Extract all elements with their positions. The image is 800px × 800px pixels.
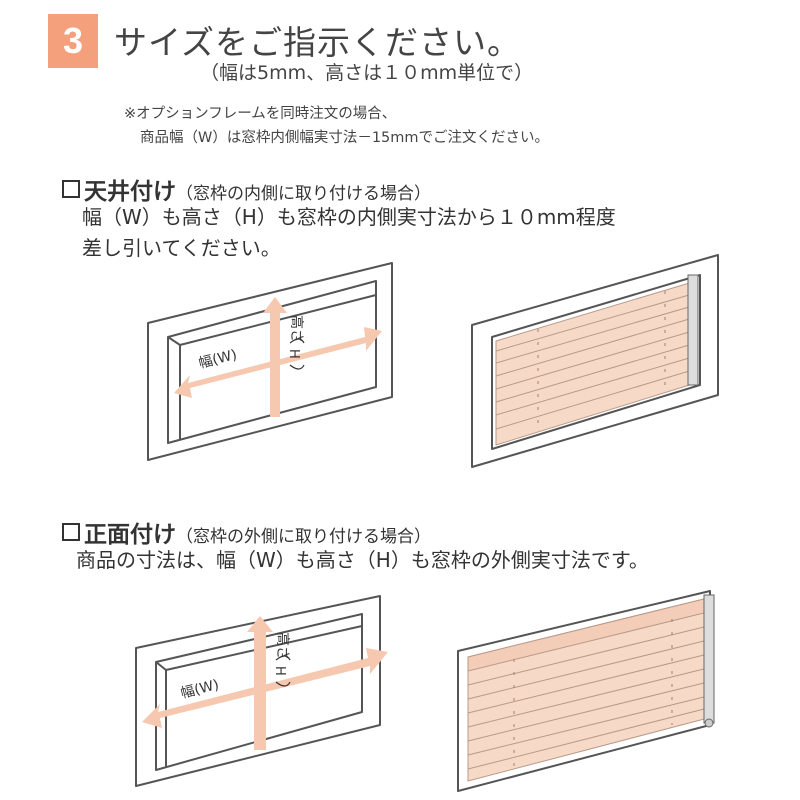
checkbox-square-icon xyxy=(62,523,80,541)
front-measure-diagram: 幅(W) 高さ H xyxy=(135,595,388,787)
ceiling-mount-description: 幅（W）も高さ（H）も窓枠の内側実寸法から１０mm程度 差し引いてください。 xyxy=(82,202,616,264)
ceiling-measure-diagram: 幅(W) 高さ H xyxy=(147,262,393,461)
page-subtitle: （幅は5mm、高さは１０mm単位で） xyxy=(200,62,534,84)
blind-cord-knob xyxy=(704,718,714,728)
ceiling-mount-heading: 天井付け（窓枠の内側に取り付ける場合） xyxy=(62,172,431,206)
height-arrow xyxy=(263,297,287,417)
height-label: 高さ xyxy=(288,315,305,343)
pleated-blind xyxy=(467,596,713,782)
front-mount-heading: 正面付け（窓枠の外側に取り付ける場合） xyxy=(62,515,431,549)
note-line-1: ※オプションフレームを同時注文の場合、 xyxy=(124,106,397,122)
blind-side-rail xyxy=(703,594,715,724)
arrow-set xyxy=(174,297,382,417)
ceiling-desc-line-1: 幅（W）も高さ（H）も窓枠の内側実寸法から１０mm程度 xyxy=(82,205,616,229)
ceiling-desc-line-2: 差し引いてください。 xyxy=(82,236,281,260)
height-symbol-bracket: H xyxy=(272,655,291,687)
height-arrow xyxy=(247,616,273,750)
front-desc-line-1: 商品の寸法は、幅（W）も高さ（H）も窓枠の外側実寸法です。 xyxy=(76,548,649,572)
height-symbol-bracket: H xyxy=(286,338,305,370)
page-title: サイズをご指示ください。 xyxy=(114,23,522,62)
ceiling-blind-diagram xyxy=(471,254,719,468)
note-line-2: 商品幅（W）は窓枠内側幅実寸法－15mmでご注文ください。 xyxy=(140,130,550,146)
height-label: 高さ xyxy=(274,632,291,660)
front-mount-condition: （窓枠の外側に取り付ける場合） xyxy=(176,527,431,547)
front-mount-title: 正面付け xyxy=(84,522,176,548)
option-frame-note: ※オプションフレームを同時注文の場合、 商品幅（W）は窓枠内側幅実寸法－15mm… xyxy=(124,102,549,150)
height-symbol: H xyxy=(272,666,287,676)
ceiling-mount-condition: （窓枠の内側に取り付ける場合） xyxy=(176,184,431,204)
pleated-blind xyxy=(495,280,697,446)
height-symbol: H xyxy=(286,349,301,359)
front-blind-diagram xyxy=(457,590,715,792)
ceiling-mount-title: 天井付け xyxy=(84,179,176,205)
blind-side-rail xyxy=(687,274,699,386)
checkbox-square-icon xyxy=(62,180,80,198)
front-mount-description: 商品の寸法は、幅（W）も高さ（H）も窓枠の外側実寸法です。 xyxy=(76,545,649,576)
step-number-badge: 3 xyxy=(48,14,98,68)
